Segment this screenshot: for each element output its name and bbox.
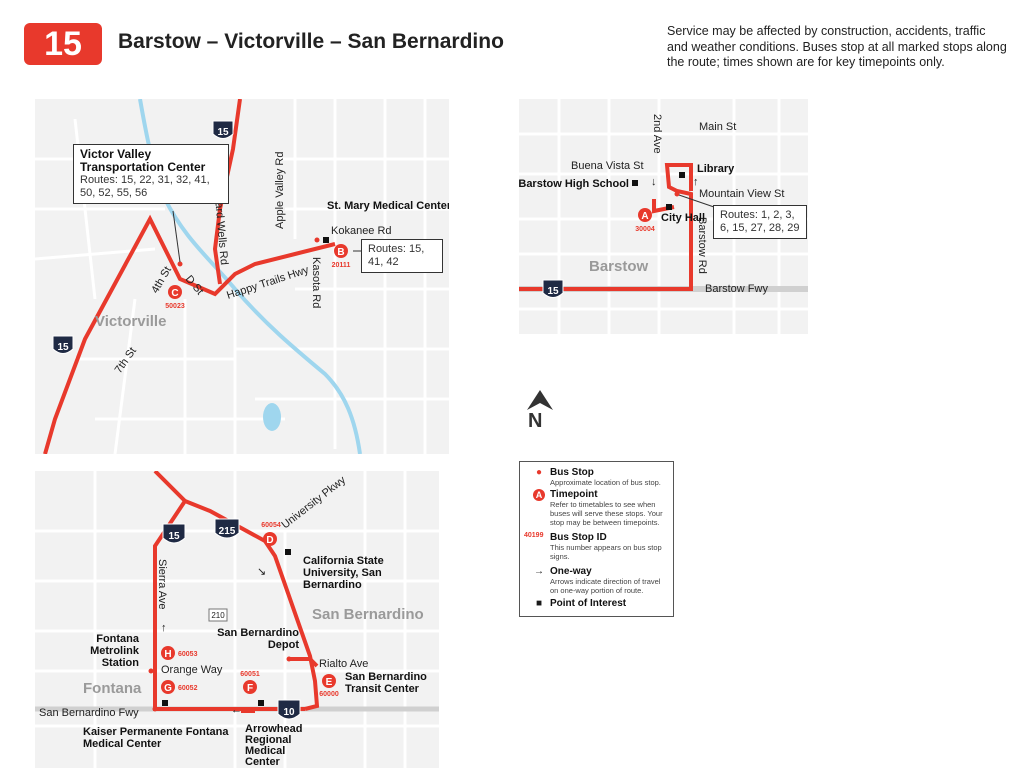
legend-stop-id: 40199 Bus Stop ID This number appears on… [524, 532, 662, 561]
i15-shield-victorville: 15 [212, 120, 234, 139]
sb-depot-label: San Bernardino Depot [217, 627, 299, 651]
timepoint-b-marker [334, 244, 348, 258]
i15-shield-barstow: 15 [542, 279, 564, 298]
north-label: N [528, 410, 543, 432]
svg-text:H: H [164, 649, 171, 660]
legend-timepoint: A Timepoint Refer to timetables to see w… [530, 489, 670, 527]
st-mary-routes-callout: Routes: 15, 41, 42 [361, 239, 443, 273]
high-school-label: Barstow High School [519, 178, 629, 190]
fontana-city-label: Fontana [83, 680, 142, 697]
svg-text:15: 15 [547, 286, 559, 297]
san-bernardino-city-label: San Bernardino [312, 606, 424, 623]
happy-trails-label: Happy Trails Hwy [225, 264, 311, 302]
sr210-shield: 210 [208, 608, 228, 622]
kaiser-label: Kaiser Permanente Fontana Medical Center [83, 726, 229, 750]
arrowhead-label: Arrowhead Regional Medical Center [245, 723, 303, 768]
i15-shield-victorville-south: 15 [52, 335, 74, 354]
san-bernardino-map-svg: 15 215 210 10 University Pkwy Sierra Ave… [35, 471, 439, 768]
svg-text:215: 215 [219, 526, 236, 537]
st-mary-label: St. Mary Medical Center [327, 200, 449, 212]
stop-id-60053: 60053 [178, 651, 198, 658]
vvtc-routes: Routes: 15, 22, 31, 32, 41, 50, 52, 55, … [80, 174, 210, 199]
svg-text:↑: ↑ [161, 622, 167, 634]
vvtc-name: Victor Valley Transportation Center [80, 147, 206, 174]
svg-text:B: B [337, 247, 344, 258]
stop-id-20111: 20111 [332, 262, 351, 269]
stop-id-60051: 60051 [240, 671, 260, 678]
mountain-view-label: Mountain View St [699, 188, 784, 200]
kasota-label: Kasota Rd [310, 257, 322, 308]
buena-vista-label: Buena Vista St [571, 160, 644, 172]
university-pkwy-label: University Pkwy [279, 474, 348, 532]
barstow-rd-label: Barstow Rd [696, 217, 708, 274]
timepoint-g-marker [161, 680, 175, 694]
rialto-ave-label: Rialto Ave [319, 658, 368, 670]
stop-id-50023: 50023 [165, 303, 185, 310]
csusb-label: California State University, San Bernard… [303, 555, 384, 591]
svg-text:D: D [266, 535, 273, 546]
san-bernardino-map: 15 215 210 10 University Pkwy Sierra Ave… [35, 471, 439, 768]
main-st-label: Main St [699, 121, 736, 133]
sbtc-label: San Bernardino Transit Center [345, 671, 427, 695]
svg-text:15: 15 [57, 342, 69, 353]
bus-stop-vvtc [177, 261, 183, 267]
timepoint-f-marker [243, 680, 257, 694]
vvtc-callout: Victor Valley Transportation Center Rout… [73, 144, 229, 204]
svg-text:C: C [171, 288, 178, 299]
legend-bus-stop: ● Bus Stop Approximate location of bus s… [535, 467, 661, 487]
svg-text:↘: ↘ [257, 566, 266, 578]
city-hall-label: City Hall [661, 212, 705, 224]
timepoint-d-marker [263, 532, 277, 546]
stop-id-60052: 60052 [178, 685, 198, 692]
orange-way-label: Orange Way [161, 664, 223, 676]
barstow-routes-callout: Routes: 1, 2, 3, 6, 15, 27, 28, 29 [713, 205, 807, 239]
svg-text:210: 210 [211, 611, 225, 620]
timepoint-h-marker [161, 646, 175, 660]
i15-shield-sb: 15 [162, 523, 186, 544]
svg-text:↓: ↓ [651, 176, 657, 188]
barstow-fwy-label: Barstow Fwy [705, 283, 768, 295]
legend-poi: ■ Point of Interest [535, 598, 627, 609]
svg-text:15: 15 [168, 531, 180, 542]
kokanee-label: Kokanee Rd [331, 225, 392, 237]
barstow-map: 15 Main St 2nd Ave Buena Vista St Mounta… [519, 99, 808, 334]
barstow-city-label: Barstow [589, 258, 649, 275]
map-legend: ● Bus Stop Approximate location of bus s… [519, 461, 674, 617]
svg-text:G: G [164, 683, 172, 694]
d-st-label: D St [183, 273, 206, 297]
svg-text:↑: ↑ [693, 176, 699, 188]
stop-id-60054: 60054 [261, 522, 281, 529]
library-label: Library [697, 163, 735, 175]
svg-text:E: E [326, 677, 333, 688]
timepoint-a-marker [638, 208, 652, 222]
svg-text:10: 10 [283, 707, 295, 718]
timepoint-c-marker [168, 285, 182, 299]
victorville-map: 15 15 Stoddard Wells Rd Apple Valley Rd … [35, 99, 449, 454]
i10-shield: 10 [277, 699, 301, 720]
svg-text:←: ← [231, 704, 242, 716]
svg-text:F: F [247, 683, 253, 694]
second-ave-label: 2nd Ave [651, 114, 663, 154]
route-title: Barstow – Victorville – San Bernardino [118, 30, 504, 53]
legend-one-way: → One-way Arrows indicate direction of t… [534, 566, 661, 595]
timepoint-e-marker [322, 674, 336, 688]
metrolink-label: Fontana Metrolink Station [90, 633, 139, 669]
north-arrow: N [523, 388, 557, 438]
victorville-map-svg: 15 15 Stoddard Wells Rd Apple Valley Rd … [35, 99, 449, 454]
sierra-ave-label: Sierra Ave [156, 559, 168, 610]
svg-text:A: A [641, 211, 648, 222]
stop-id-30004: 30004 [635, 226, 655, 233]
stop-id-60000: 60000 [319, 691, 339, 698]
sb-fwy-label: San Bernardino Fwy [39, 707, 139, 719]
service-notice: Service may be affected by construction,… [667, 24, 1007, 69]
victorville-city-label: Victorville [95, 313, 166, 330]
apple-valley-label: Apple Valley Rd [274, 152, 286, 229]
st-mary-poi [323, 237, 329, 243]
i215-shield: 215 [214, 518, 240, 539]
route-number-badge: 15 [24, 23, 102, 65]
svg-text:15: 15 [217, 127, 229, 138]
